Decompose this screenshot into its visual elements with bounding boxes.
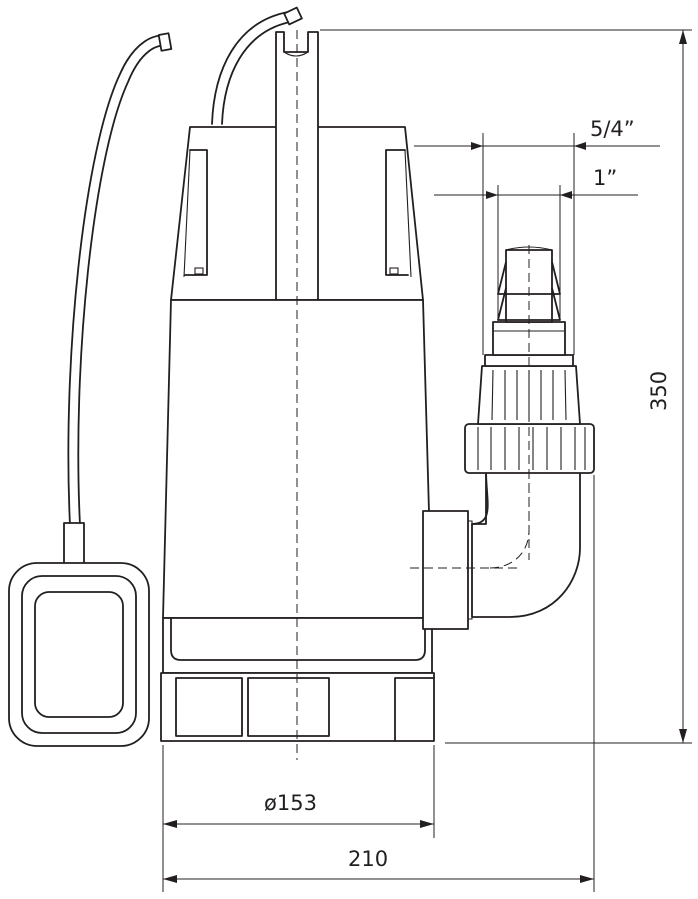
dimension-housing-diameter-label: ø153: [264, 791, 317, 815]
hose-barb: [497, 246, 561, 323]
dimension-housing-diameter: ø153: [162, 745, 435, 892]
dimension-height: 350: [320, 29, 692, 744]
outlet-stub: [422, 510, 473, 630]
float-switch: [8, 522, 150, 747]
dimension-outlet-outer-label: 5/4”: [590, 117, 635, 141]
float-switch-cable: [67, 6, 303, 526]
dimension-overall-width: 210: [163, 475, 595, 892]
dimension-outlet-outer: 5/4”: [414, 117, 660, 355]
dimension-height-label: 350: [647, 371, 671, 411]
dimension-outlet-inner-label: 1”: [593, 166, 617, 190]
dimension-outlet-inner: 1”: [434, 166, 638, 320]
outlet-elbow: [471, 469, 581, 618]
handle: [275, 31, 319, 301]
elbow-centerline: [489, 470, 530, 569]
dimension-overall-width-label: 210: [348, 847, 388, 871]
